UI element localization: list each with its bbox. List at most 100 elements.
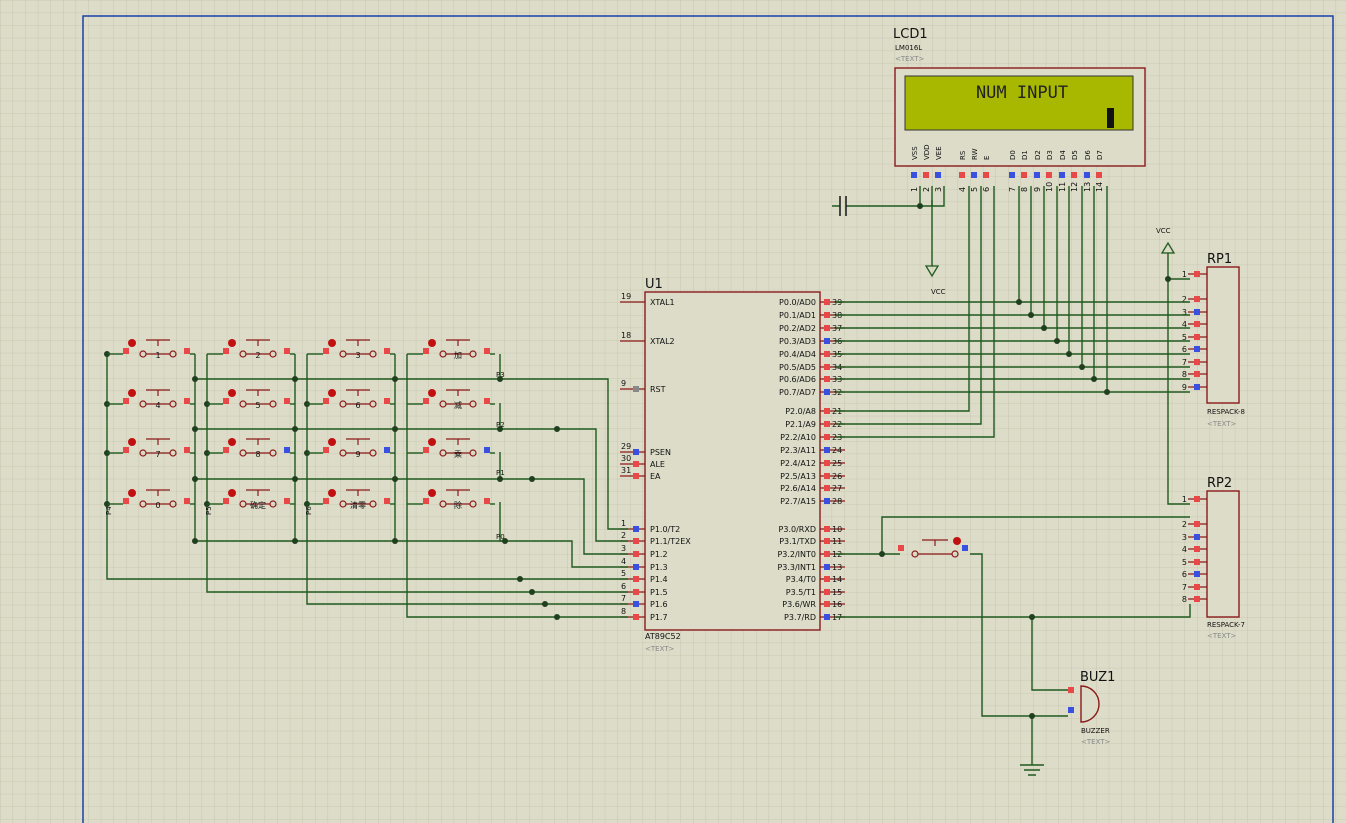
keypad-button[interactable]: 确定 — [207, 489, 295, 510]
rp-pin-terminal[interactable] — [1194, 596, 1200, 602]
lcd-pin-terminal[interactable] — [1021, 172, 1027, 178]
mcu-pin-terminal[interactable] — [824, 460, 830, 466]
keypad-button[interactable]: 5 — [207, 389, 295, 410]
rp1-ref: RP1 — [1207, 252, 1232, 267]
mcu-pin-terminal[interactable] — [824, 421, 830, 427]
lcd-pin-terminal[interactable] — [935, 172, 941, 178]
rp-pin-number: 3 — [1182, 308, 1187, 317]
mcu-pin-terminal[interactable] — [824, 601, 830, 607]
rp-pin-terminal[interactable] — [1194, 309, 1200, 315]
keypad-led — [228, 339, 236, 347]
keypad-button[interactable]: 4 — [107, 389, 195, 410]
mcu-pin-terminal[interactable] — [824, 498, 830, 504]
rp1-body — [1206, 266, 1240, 404]
mcu-pin-terminal[interactable] — [633, 526, 639, 532]
rp-pin-terminal[interactable] — [1194, 359, 1200, 365]
keypad-pin — [423, 398, 429, 404]
rp-pin-terminal[interactable] — [1194, 271, 1200, 277]
lcd-pin-terminal[interactable] — [1084, 172, 1090, 178]
keypad-button[interactable]: 减 — [407, 389, 495, 410]
rp-pin-terminal[interactable] — [1194, 571, 1200, 577]
mcu-pin-terminal[interactable] — [633, 386, 639, 392]
mcu-pin-terminal[interactable] — [633, 449, 639, 455]
lcd-pin-terminal[interactable] — [971, 172, 977, 178]
mcu-pin-terminal[interactable] — [824, 338, 830, 344]
mcu-pin-terminal[interactable] — [633, 461, 639, 467]
lcd-pin-terminal[interactable] — [1009, 172, 1015, 178]
rp-pin-terminal[interactable] — [1194, 371, 1200, 377]
keypad-button[interactable]: 7 — [107, 438, 195, 459]
mcu-pin-terminal[interactable] — [824, 447, 830, 453]
keypad-button[interactable]: 1 — [107, 339, 195, 360]
lcd-pin-terminal[interactable] — [1059, 172, 1065, 178]
mcu-pin-terminal[interactable] — [824, 485, 830, 491]
mcu-pin-terminal[interactable] — [824, 614, 830, 620]
capacitor — [832, 196, 920, 216]
keypad-button[interactable]: 清零 — [307, 489, 395, 510]
rp-pin-terminal[interactable] — [1194, 296, 1200, 302]
mcu-pin-terminal[interactable] — [824, 351, 830, 357]
lcd-pin-terminal[interactable] — [983, 172, 989, 178]
mcu-pin-terminal[interactable] — [633, 601, 639, 607]
vcc-terminal-lcd[interactable]: VCC — [924, 200, 946, 296]
rp-pin-terminal[interactable] — [1194, 384, 1200, 390]
lcd-pin-terminal[interactable] — [923, 172, 929, 178]
mcu-pin-terminal[interactable] — [633, 473, 639, 479]
mcu-pin-terminal[interactable] — [633, 576, 639, 582]
rp-pin-terminal[interactable] — [1194, 496, 1200, 502]
rp-pin-terminal[interactable] — [1194, 521, 1200, 527]
keypad-button[interactable]: 除 — [407, 489, 495, 510]
mcu-pin-terminal[interactable] — [824, 299, 830, 305]
buzzer-component[interactable]: BUZ1 BUZZER <TEXT> — [1068, 670, 1115, 746]
rp-pin-terminal[interactable] — [1194, 321, 1200, 327]
rp-pin-terminal[interactable] — [1194, 334, 1200, 340]
rp-pin-terminal[interactable] — [1194, 534, 1200, 540]
mcu-pin-terminal[interactable] — [633, 564, 639, 570]
rp-pin-terminal[interactable] — [1194, 546, 1200, 552]
mcu-pin-terminal[interactable] — [824, 434, 830, 440]
mcu-component[interactable]: U1 AT89C52 <TEXT> 19XTAL118XTAL29RST29PS… — [620, 277, 845, 653]
mcu-pin-terminal[interactable] — [633, 589, 639, 595]
lcd-pin-terminal[interactable] — [1071, 172, 1077, 178]
mcu-pin-terminal[interactable] — [824, 589, 830, 595]
keypad-button[interactable]: 加 — [407, 339, 495, 360]
keypad-button[interactable]: 6 — [307, 389, 395, 410]
mcu-pin-terminal[interactable] — [824, 473, 830, 479]
keypad-led — [128, 339, 136, 347]
mcu-pin-terminal[interactable] — [824, 551, 830, 557]
lcd-pin-terminal[interactable] — [959, 172, 965, 178]
lcd-pin-terminal[interactable] — [1034, 172, 1040, 178]
keypad-button[interactable]: 3 — [307, 339, 395, 360]
mcu-pin-terminal[interactable] — [824, 325, 830, 331]
lcd-pin-terminal[interactable] — [1096, 172, 1102, 178]
lcd-pin-label: VEE — [935, 146, 943, 160]
rp-pin-terminal[interactable] — [1194, 346, 1200, 352]
keypad-button[interactable]: 9 — [307, 438, 395, 459]
mcu-pin-terminal[interactable] — [824, 538, 830, 544]
mcu-pin-terminal[interactable] — [824, 576, 830, 582]
mcu-pin-terminal[interactable] — [824, 312, 830, 318]
keypad-button[interactable]: 乘 — [407, 438, 495, 459]
lcd-component[interactable]: LCD1 LM016L <TEXT> NUM INPUT VSS1VDD2VEE… — [893, 27, 1146, 192]
keypad-button[interactable]: 0 — [107, 489, 195, 510]
mcu-pin-terminal[interactable] — [633, 614, 639, 620]
mcu-pin-terminal[interactable] — [633, 551, 639, 557]
mcu-pin-terminal[interactable] — [824, 564, 830, 570]
rp-pin-terminal[interactable] — [1194, 559, 1200, 565]
mcu-pin-terminal[interactable] — [824, 526, 830, 532]
mcu-pin-terminal[interactable] — [633, 538, 639, 544]
keypad-button[interactable]: 8 — [207, 438, 295, 459]
mcu-pin-terminal[interactable] — [824, 408, 830, 414]
keypad-button[interactable]: 2 — [207, 339, 295, 360]
mcu-pin-terminal[interactable] — [824, 364, 830, 370]
lcd-pin-terminal[interactable] — [911, 172, 917, 178]
mcu-pin-terminal[interactable] — [824, 376, 830, 382]
lcd-pin-terminal[interactable] — [1046, 172, 1052, 178]
mcu-pin-terminal[interactable] — [824, 389, 830, 395]
interrupt-button[interactable] — [898, 537, 968, 558]
rp-pin-terminal[interactable] — [1194, 584, 1200, 590]
